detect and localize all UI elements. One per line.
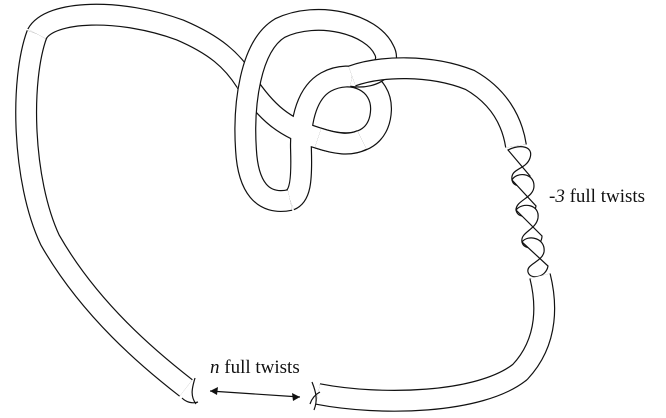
bottom-twist-region [182, 378, 320, 410]
bottom-left-gap-mark [192, 378, 196, 404]
bottom-twist-count: n [210, 357, 220, 378]
right-twist-region [508, 147, 548, 277]
band-right-lower [318, 276, 544, 401]
bottom-twist-label: n full twists [210, 357, 300, 379]
right-twist-label: -3 full twists [549, 186, 645, 208]
bottom-left-gap-mark [182, 398, 198, 403]
right-twist-text: full twists [570, 186, 645, 207]
right-twist-lobe [522, 238, 548, 277]
bottom-twist-text: full twists [224, 357, 299, 378]
band-left-arc [26, 34, 186, 388]
right-twist-count: -3 [549, 186, 565, 207]
double-arrow [210, 387, 300, 401]
band-knot-crossing [318, 138, 362, 144]
band-top-strand [37, 15, 246, 82]
